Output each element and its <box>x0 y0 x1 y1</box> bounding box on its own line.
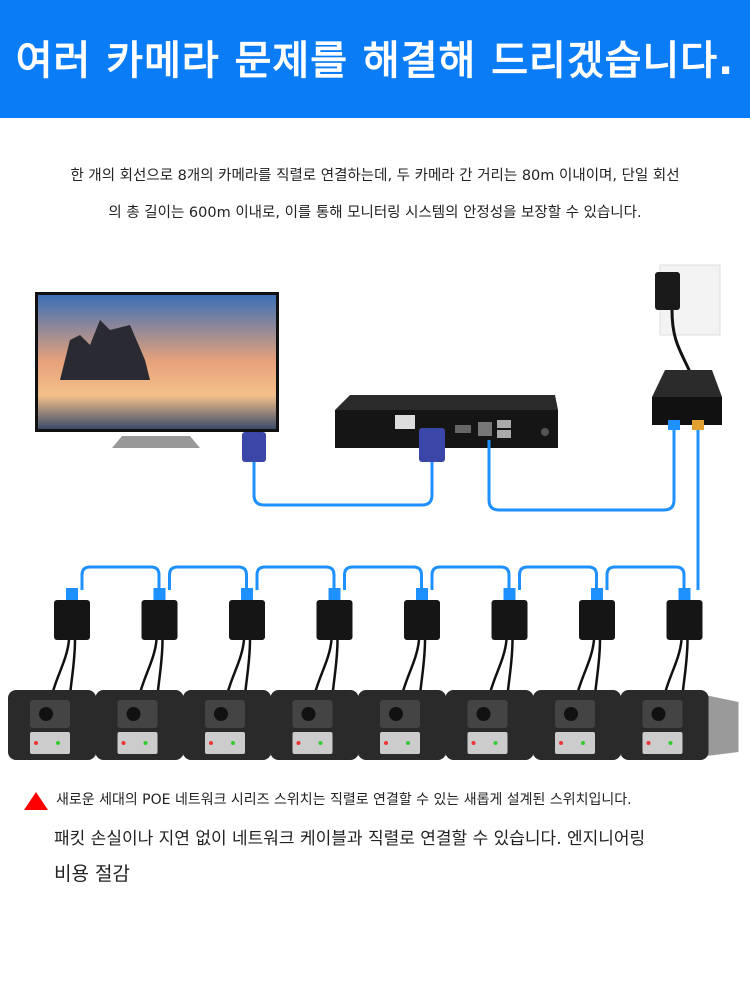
led-red <box>384 741 388 745</box>
header-banner: 여러 카메라 문제를 해결해 드리겠습니다. <box>0 0 750 118</box>
switch-body <box>229 600 265 640</box>
power-lead <box>400 639 421 696</box>
led-green <box>56 741 60 745</box>
rj45-plug <box>416 588 428 600</box>
cable-link <box>605 565 686 590</box>
warning-triangle-icon <box>24 792 48 810</box>
tv-monitor <box>35 292 279 448</box>
data-lead <box>681 639 689 696</box>
power-lead <box>138 639 158 696</box>
power-adapter <box>655 264 721 373</box>
note-line-2: 패킷 손실이나 지연 없이 네트워크 케이블과 직렬로 연결할 수 있습니다. … <box>54 829 646 849</box>
camera-lens <box>126 707 141 721</box>
camera-lens <box>214 707 228 721</box>
led-green <box>668 741 673 745</box>
cable-link <box>80 565 161 590</box>
switch-body <box>579 600 615 640</box>
led-green <box>143 741 148 745</box>
power-lead <box>575 639 596 696</box>
note-line-1: 새로운 세대의 POE 네트워크 시리즈 스위치는 직렬로 연결할 수 있는 새… <box>56 792 632 808</box>
cable-link <box>430 565 511 590</box>
rj45-plug <box>328 588 341 600</box>
switch-body <box>404 600 440 640</box>
ir-led-panel <box>555 732 595 754</box>
led-green <box>581 741 585 745</box>
camera-lens <box>651 707 666 721</box>
led-green <box>493 741 498 745</box>
description-line-1: 한 개의 회선으로 8개의 카메라를 직렬로 연결하는데, 두 카메라 간 거리… <box>70 168 680 184</box>
poe-switch <box>488 588 528 696</box>
poe-injector <box>652 370 722 430</box>
data-lead <box>418 639 427 696</box>
poe-switch <box>313 588 353 696</box>
ir-led-panel <box>642 732 683 754</box>
network-cables <box>252 430 700 590</box>
led-red <box>471 741 476 745</box>
nvr-recorder <box>335 395 558 448</box>
ir-led-panel <box>117 732 158 754</box>
rj45-plug <box>241 588 253 600</box>
power-lead <box>50 639 71 696</box>
data-lead <box>331 639 339 696</box>
ir-led-panel <box>292 732 333 754</box>
cable-link <box>518 565 598 590</box>
power-lead <box>488 639 508 696</box>
led-red <box>559 741 563 745</box>
poe-switch <box>663 588 703 696</box>
led-green <box>231 741 235 745</box>
led-green <box>318 741 323 745</box>
ir-led-panel <box>30 732 70 754</box>
power-lead <box>663 639 683 696</box>
vga-connector-nvr <box>419 428 445 462</box>
data-lead <box>593 639 602 696</box>
camera-lens <box>301 707 316 721</box>
bullet-camera <box>620 690 739 760</box>
led-red <box>121 741 126 745</box>
poe-switch <box>138 588 178 696</box>
power-lead <box>313 639 333 696</box>
rj45-plug <box>591 588 603 600</box>
data-lead <box>506 639 514 696</box>
led-red <box>209 741 213 745</box>
poe-switch <box>400 588 440 696</box>
page-title: 여러 카메라 문제를 해결해 드리겠습니다. <box>15 38 735 84</box>
data-lead <box>156 639 164 696</box>
rj45-plug <box>678 588 691 600</box>
description-line-2: 의 총 길이는 600m 이내로, 이를 통해 모니터링 시스템의 안정성을 보… <box>108 205 642 221</box>
switch-body <box>54 600 90 640</box>
note-line-3: 비용 절감 <box>54 863 130 885</box>
ir-led-panel <box>205 732 245 754</box>
camera-lens <box>39 707 53 721</box>
led-red <box>34 741 38 745</box>
data-lead <box>243 639 252 696</box>
rj45-plug <box>66 588 78 600</box>
switch-body <box>316 600 353 640</box>
cable-link <box>255 565 336 590</box>
poe-switch <box>50 588 90 696</box>
power-lead <box>225 639 246 696</box>
camera-lens <box>476 707 491 721</box>
camera-lens <box>389 707 403 721</box>
led-red <box>296 741 301 745</box>
poe-switch <box>225 588 265 696</box>
network-diagram <box>8 264 739 760</box>
ir-led-panel <box>467 732 508 754</box>
bullet-camera <box>183 690 301 760</box>
poe-switch <box>575 588 615 696</box>
camera-lens <box>564 707 578 721</box>
switch-body <box>141 600 178 640</box>
led-red <box>646 741 651 745</box>
vga-connector-tv <box>242 432 266 462</box>
switch-body <box>666 600 703 640</box>
cable-link <box>343 565 423 590</box>
switch-body <box>491 600 528 640</box>
cable-link <box>168 565 248 590</box>
rj45-plug <box>153 588 166 600</box>
led-green <box>406 741 410 745</box>
rj45-plug <box>503 588 516 600</box>
ir-led-panel <box>380 732 420 754</box>
data-lead <box>68 639 77 696</box>
